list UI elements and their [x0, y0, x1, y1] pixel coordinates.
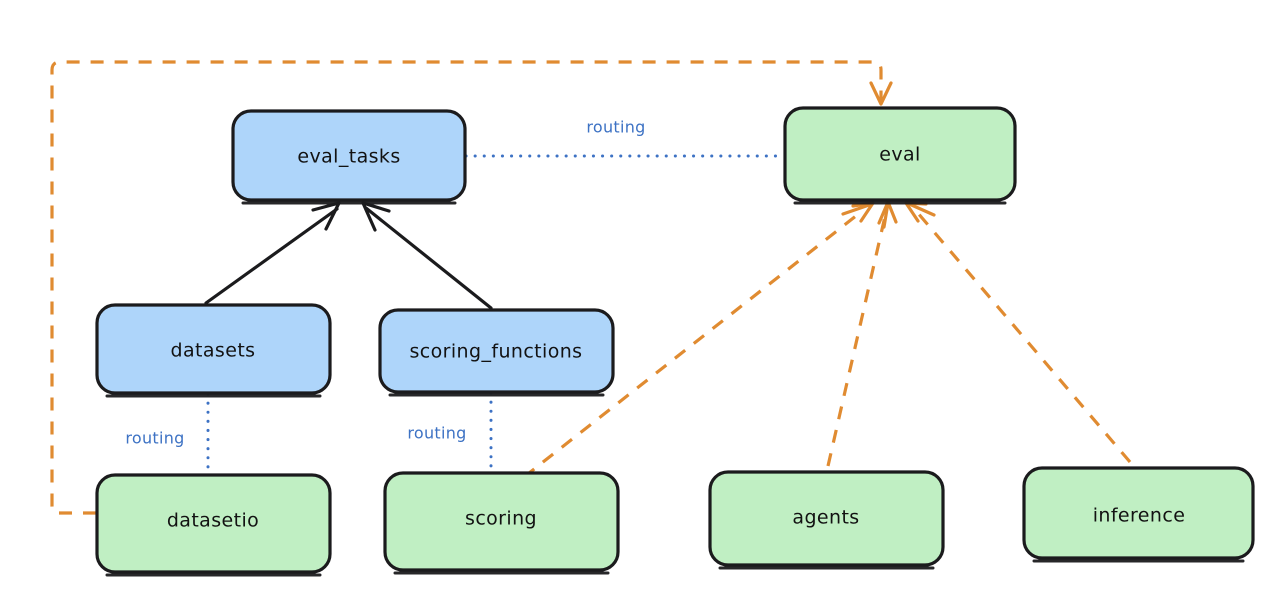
- node-scoring[interactable]: scoring: [383, 471, 620, 575]
- arrowhead-whisker: [882, 201, 890, 229]
- edge-path: [826, 211, 888, 467]
- edge-path: [50, 60, 883, 515]
- node-box[interactable]: [95, 303, 332, 395]
- node-label: inference: [1093, 505, 1186, 527]
- node-label: agents: [792, 507, 859, 529]
- node-label: datasets: [171, 340, 256, 362]
- edge-datasets-to-eval-tasks: [204, 201, 341, 305]
- edge-path: [364, 206, 493, 310]
- node-box[interactable]: [383, 471, 620, 572]
- node-box[interactable]: [378, 308, 615, 394]
- edge-scoring-functions-to-eval-tasks: [361, 201, 493, 310]
- node-label: datasetio: [167, 510, 259, 532]
- edge-labels: routing routing routing: [125, 118, 645, 448]
- node-label: eval: [879, 144, 920, 166]
- edge-inference-to-eval: [904, 201, 1132, 464]
- node-eval-tasks[interactable]: eval_tasks: [231, 109, 467, 205]
- node-scoring-functions[interactable]: scoring_functions: [378, 308, 615, 397]
- node-box[interactable]: [231, 109, 467, 202]
- node-label: scoring_functions: [410, 341, 583, 363]
- edge-label-routing-eval: routing: [586, 118, 645, 137]
- composition-edges: [204, 201, 493, 310]
- node-inference[interactable]: inference: [1022, 466, 1255, 563]
- node-label: scoring: [465, 508, 537, 530]
- arrowhead: [869, 81, 893, 106]
- node-box[interactable]: [708, 470, 945, 567]
- routing-edges: [206, 154, 786, 476]
- node-eval[interactable]: eval: [783, 106, 1017, 205]
- edge-agents-to-eval: [826, 200, 898, 467]
- edge-path: [204, 207, 339, 305]
- node-agents[interactable]: agents: [708, 470, 945, 570]
- arrowhead-whisker: [905, 201, 936, 217]
- node-datasetio[interactable]: datasetio: [95, 473, 332, 577]
- edge-label-routing-datasetio: routing: [125, 429, 184, 448]
- node-box[interactable]: [1022, 466, 1255, 560]
- arrowhead-whisker: [841, 202, 874, 216]
- edge-datasetio-to-eval: [50, 60, 893, 515]
- node-box[interactable]: [95, 473, 332, 574]
- node-label: eval_tasks: [297, 146, 400, 168]
- node-box[interactable]: [783, 106, 1017, 202]
- node-datasets[interactable]: datasets: [95, 303, 332, 398]
- edge-path: [915, 210, 1132, 464]
- edge-label-routing-scoring: routing: [407, 424, 466, 443]
